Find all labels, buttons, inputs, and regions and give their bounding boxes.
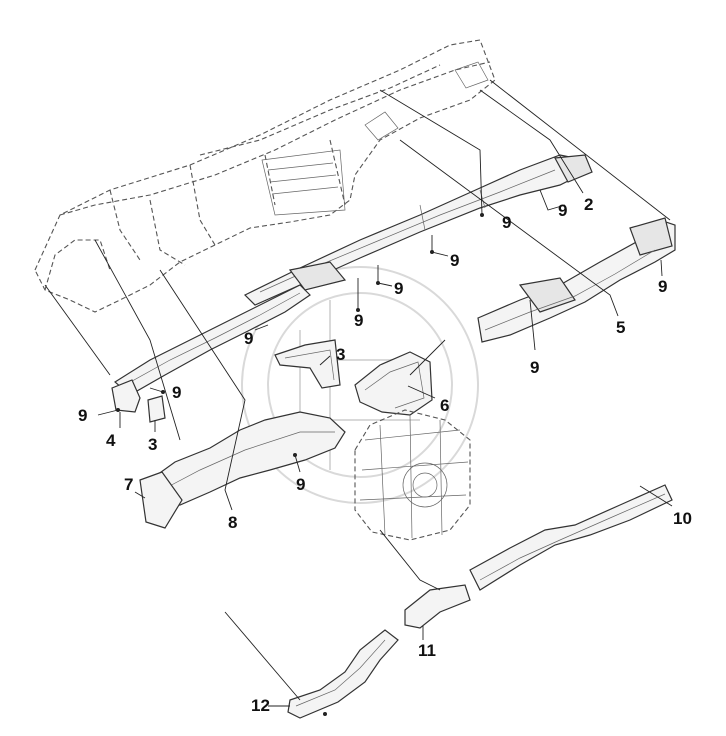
fitting-part-6: [354, 351, 433, 416]
callout-part-5: 5: [616, 318, 625, 337]
duct-part-5: [477, 217, 676, 343]
callout-part-9: 9: [244, 329, 253, 348]
callout-part-9: 9: [558, 201, 567, 220]
callout-part-7: 7: [124, 475, 133, 494]
duct-part-8: [149, 411, 346, 506]
callout-part-10: 10: [673, 509, 692, 528]
duct-left-upper: [113, 261, 347, 396]
bracket-part-4: [111, 379, 141, 413]
callout-part-3: 3: [148, 435, 157, 454]
fitting-part-3-center: [274, 339, 341, 389]
callout-part-9: 9: [658, 277, 667, 296]
callout-part-9: 9: [502, 213, 511, 232]
callout-part-3: 3: [336, 345, 345, 364]
callout-part-8: 8: [228, 513, 237, 532]
callout-part-4: 4: [106, 431, 116, 450]
duct-part-11: [404, 584, 471, 629]
hvac-unit: [354, 409, 471, 541]
duct-part-7: [139, 471, 183, 529]
duct-part-12: [287, 629, 399, 719]
callout-part-12: 12: [251, 696, 270, 715]
instrument-panel-outline: [34, 39, 496, 313]
screw-markers: [116, 213, 484, 716]
duct-part-10: [469, 484, 673, 591]
callout-part-2: 2: [584, 195, 593, 214]
callout-part-9: 9: [394, 279, 403, 298]
callout-part-9: 9: [78, 406, 87, 425]
callout-part-9: 9: [530, 358, 539, 377]
callout-part-9: 9: [172, 383, 181, 402]
callout-part-9: 9: [450, 251, 459, 270]
fitting-part-3-left: [147, 395, 166, 423]
leader-lines: [44, 79, 673, 707]
callout-part-9: 9: [296, 475, 305, 494]
callout-part-6: 6: [440, 396, 449, 415]
callout-part-9: 9: [354, 311, 363, 330]
callout-part-11: 11: [418, 641, 436, 660]
